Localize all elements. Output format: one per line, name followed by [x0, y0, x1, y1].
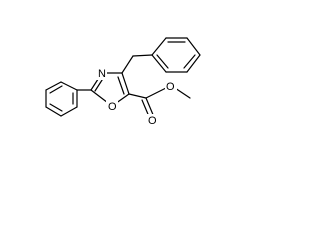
bond	[186, 54, 201, 73]
bond-carbonyl-double	[145, 97, 155, 118]
double-bond-c4-c5	[117, 76, 125, 95]
bond	[45, 81, 62, 91]
atom-label-ester-oxygen: O	[165, 80, 177, 93]
benzyl-group	[121, 37, 201, 74]
bond-c4-c5	[121, 72, 130, 95]
double-bond-inner	[49, 103, 63, 112]
bond	[151, 54, 167, 73]
ring-oxygen-label: O	[108, 101, 117, 113]
ring-nitrogen-label: N	[98, 68, 106, 80]
oxazole-ring	[76, 72, 130, 107]
bond-c4-ch2	[121, 55, 134, 74]
bond-ch2-ring	[132, 54, 153, 57]
double-bond-inner	[49, 85, 63, 94]
atom-label-ring-oxygen: O	[106, 100, 118, 113]
chemical-structure-diagram: N O O O	[45, 37, 201, 127]
atom-label-ring-nitrogen: N	[96, 67, 107, 80]
ester-oxygen-label: O	[166, 81, 175, 93]
bond-ester-o-methyl	[174, 87, 191, 99]
methyl-ester-group	[128, 87, 191, 120]
bond	[151, 37, 167, 56]
bond-carbonyl-ester-o	[145, 87, 167, 99]
atom-label-carbonyl-oxygen: O	[147, 114, 159, 127]
bond	[45, 106, 62, 117]
bond	[60, 106, 78, 117]
double-bond-inner	[156, 54, 169, 69]
carbonyl-oxygen-label: O	[148, 115, 157, 127]
phenyl-ring-left	[45, 81, 78, 117]
double-bond-inner	[183, 54, 196, 69]
bond	[60, 81, 78, 91]
bond	[186, 37, 201, 56]
bond-c5-carbonyl	[128, 93, 147, 99]
